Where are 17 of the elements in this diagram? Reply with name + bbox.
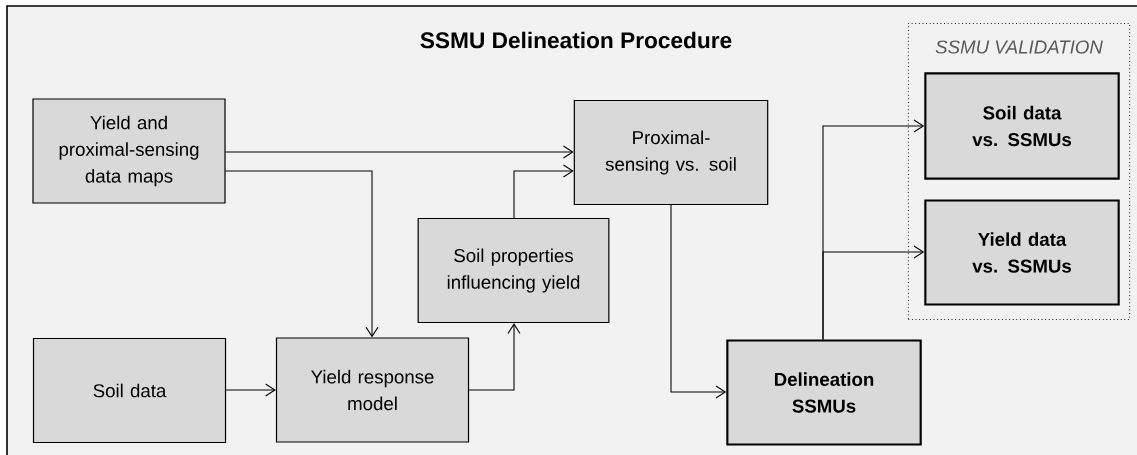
arrow (225, 383, 276, 397)
process-box: Delineation SSMUs (726, 339, 922, 446)
arrow (822, 245, 925, 340)
process-box: Yield data vs. SSMUs (924, 199, 1120, 306)
group-heading: SSMU VALIDATION (935, 40, 1103, 54)
process-box: Soil data vs. SSMUs (924, 72, 1120, 180)
arrow (225, 170, 379, 338)
process-box: Yield response model (275, 337, 470, 443)
arrow (225, 145, 574, 159)
arrow (468, 323, 521, 391)
process-box: Soil properties influencing yield (417, 217, 610, 324)
title: SSMU Delineation Procedure (420, 31, 732, 49)
arrow (670, 204, 727, 399)
process-box: Yield and proximal-sensing data maps (32, 98, 226, 204)
arrow (513, 164, 574, 219)
process-box: Proximal-sensing vs. soil (573, 99, 769, 206)
process-box: Soil data (32, 337, 227, 444)
